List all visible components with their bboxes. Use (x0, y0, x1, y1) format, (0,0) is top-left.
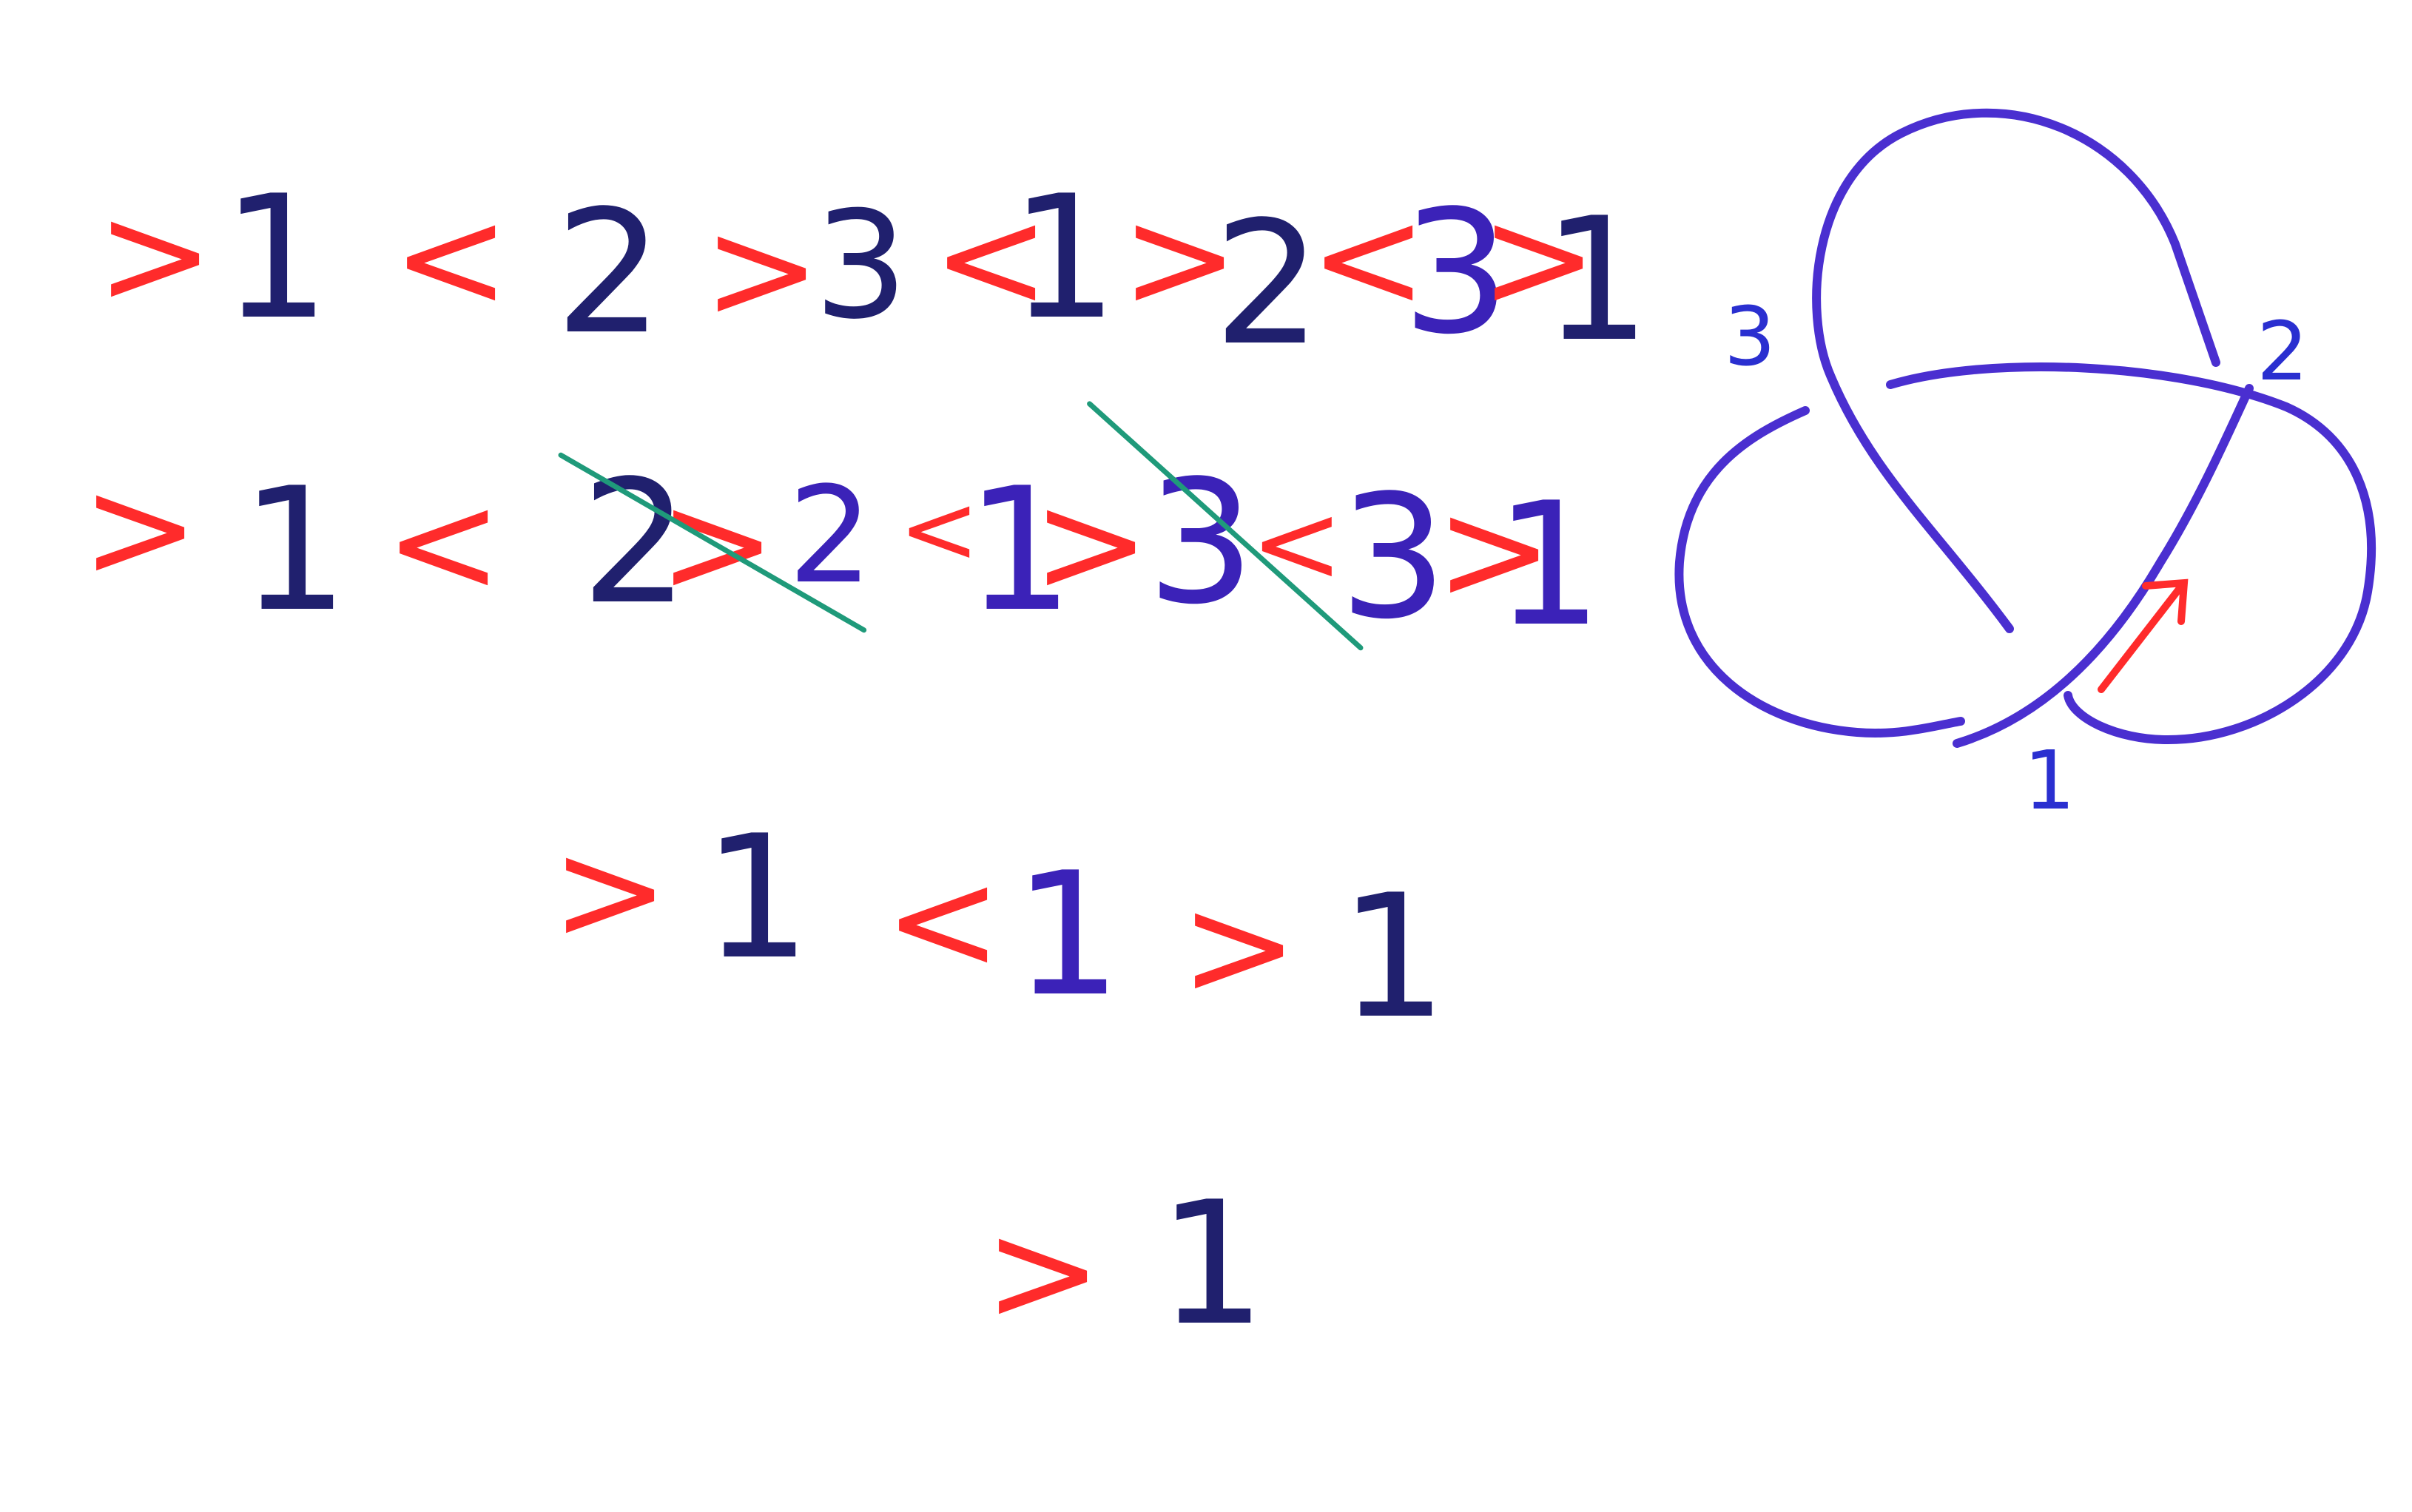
row2-op-7: > (1435, 469, 1554, 632)
row2-num-5: 3 (1147, 445, 1256, 642)
row1-num-2: 2 (555, 175, 664, 372)
knot-strand-middle (1886, 362, 2376, 745)
row2-num-3: 2 (788, 459, 873, 613)
row2-op-2: < (385, 462, 503, 625)
direction-arrowhead (2142, 578, 2189, 625)
row1-num-1: 1 (222, 160, 331, 357)
row2-op-5: > (1032, 462, 1151, 625)
row2-num-1: 1 (240, 452, 349, 649)
direction-arrow (2098, 581, 2186, 693)
knot-label-1: 1 (2024, 733, 2075, 828)
row1-op-1: > (96, 173, 215, 337)
row1-op-3: > (703, 188, 821, 351)
row1-op-2: < (392, 177, 511, 340)
row1-op-4: < (932, 177, 1051, 340)
row1-num-4: 1 (1010, 160, 1119, 357)
row1-op-6: < (1310, 177, 1428, 340)
row4-op-1: > (984, 1190, 1102, 1354)
row1-num-7: 1 (1543, 182, 1651, 379)
row2-op-1: > (81, 447, 200, 610)
row3-num-1: 1 (703, 800, 812, 997)
row1-num-5: 2 (1213, 186, 1322, 383)
row3-num-3: 1 (1339, 859, 1448, 1056)
knot-label-2: 2 (2257, 304, 2308, 399)
row1-op-7: > (1480, 177, 1598, 340)
knot-label-3: 3 (1724, 289, 1776, 384)
knot-strand-left (1674, 406, 1965, 738)
row2-num-2: 2 (581, 445, 690, 642)
row3-op-3: > (1180, 865, 1298, 1028)
knot-strand-lower (1953, 384, 2254, 748)
trefoil-knot-diagram (1674, 108, 2376, 748)
knot-strand-top (1812, 108, 2220, 633)
row2-op-6: < (1250, 479, 1344, 608)
row1-num-6: 3 (1402, 175, 1511, 372)
row2-op-4: < (899, 473, 980, 585)
row2-num-4: 1 (966, 452, 1074, 649)
row4-num-1: 1 (1158, 1166, 1267, 1363)
row2-num-6: 3 (1339, 459, 1448, 657)
row2-num-7: 1 (1495, 467, 1603, 664)
row3-op-1: > (551, 809, 670, 973)
row3-op-2: < (884, 839, 1003, 1002)
row1-op-5: > (1121, 177, 1239, 340)
row3-num-2: 1 (1014, 837, 1122, 1034)
row1-num-3: 3 (814, 180, 909, 352)
